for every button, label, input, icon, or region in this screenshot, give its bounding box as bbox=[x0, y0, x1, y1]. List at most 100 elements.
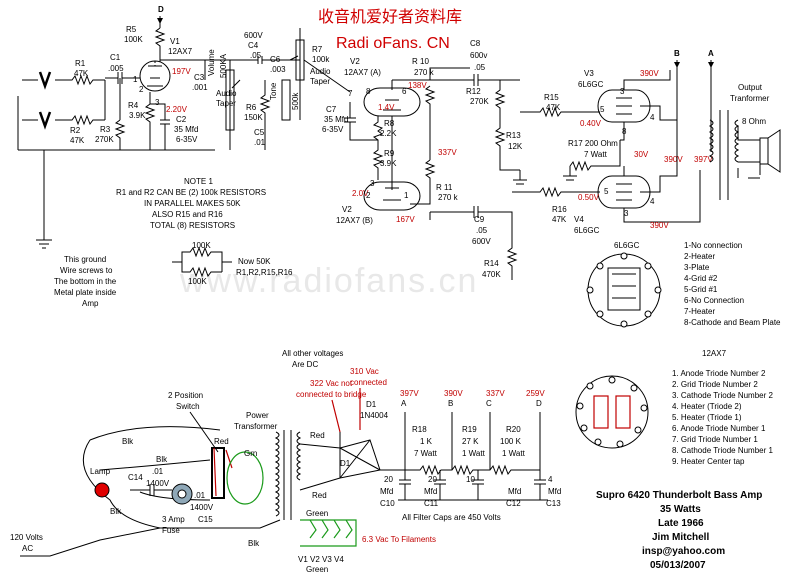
v2b-name: V2 bbox=[342, 205, 352, 214]
ground-note-4: Metal plate inside bbox=[54, 288, 117, 297]
pinout-6l6gc: 6L6GC 1-No connection 2-Heater 3-Plate 4… bbox=[586, 241, 781, 328]
6l6-pin-5: 5-Grid #1 bbox=[684, 285, 718, 294]
node-d-voltage: 259V bbox=[526, 389, 545, 398]
note-line-1: NOTE 1 bbox=[184, 177, 213, 186]
title-model: Supro 6420 Thunderbolt Bass Amp bbox=[596, 490, 762, 501]
ground-note-3: The bottom in the bbox=[54, 277, 117, 286]
parallel-r-top: 100K bbox=[192, 241, 211, 250]
node-b-390v: 390V bbox=[664, 155, 683, 164]
r8-value: 2.2K bbox=[380, 129, 397, 138]
c5-value: .01 bbox=[254, 138, 266, 147]
green-wire-loop bbox=[226, 451, 264, 505]
12ax7-pin-1: 1. Anode Triode Number 2 bbox=[672, 369, 766, 378]
power-xfmr-2: Transformer bbox=[234, 422, 278, 431]
mains-label-1: 120 Volts bbox=[10, 533, 43, 542]
bridge-label: D1 bbox=[340, 459, 351, 468]
12ax7-title: 12AX7 bbox=[702, 349, 727, 358]
r12-value: 270K bbox=[470, 97, 489, 106]
r14-value: 470K bbox=[482, 270, 501, 279]
r11-name: R 11 bbox=[436, 183, 453, 192]
ps-node-d: D bbox=[536, 399, 542, 408]
title-year: Late 1966 bbox=[658, 518, 704, 529]
r8-name: R8 bbox=[384, 119, 395, 128]
speaker-impedance: 8 Ohm bbox=[742, 117, 766, 126]
r10-value: 270 k bbox=[414, 68, 435, 77]
d1-name: D1 bbox=[366, 400, 377, 409]
node-b-label: B bbox=[674, 49, 680, 58]
green-label-1: Green bbox=[306, 509, 328, 518]
green-label-2: Green bbox=[306, 565, 328, 574]
watermark-site: Radi oFans. CN bbox=[336, 35, 450, 52]
watermark-url: www.radiofans.cn bbox=[179, 262, 478, 300]
r13-name: R13 bbox=[506, 131, 521, 140]
ps-node-b: B bbox=[448, 399, 453, 408]
c12-name: C12 bbox=[506, 499, 521, 508]
r7-value: 100k bbox=[312, 55, 330, 64]
note-resistor-list: R1,R2,R15,R16 bbox=[236, 268, 293, 277]
lamp-icon bbox=[94, 482, 110, 498]
note-1: NOTE 1 R1 and R2 CAN BE (2) 100k RESISTO… bbox=[116, 177, 293, 286]
v3-pin-4: 4 bbox=[650, 113, 655, 122]
filter-caps-note: All Filter Caps are 450 Volts bbox=[402, 513, 501, 522]
note-now-50k: Now 50K bbox=[238, 257, 271, 266]
dc-note-2: Are DC bbox=[292, 360, 318, 369]
title-author: Jim Mitchell bbox=[652, 532, 709, 543]
12ax7-pin-7: 7. Grid Triode Number 1 bbox=[672, 435, 758, 444]
v3-pin-5: 5 bbox=[600, 105, 605, 114]
v4-pin-3: 3 bbox=[624, 209, 629, 218]
title-block: Supro 6420 Thunderbolt Bass Amp 35 Watts… bbox=[596, 490, 762, 571]
v2b-pin-2: 2 bbox=[366, 191, 371, 200]
v2b-type: 12AX7 (B) bbox=[336, 216, 373, 225]
ground-note-1: This ground bbox=[64, 255, 106, 264]
fuse-label-2: Fuse bbox=[162, 526, 180, 535]
power-xfmr-1: Power bbox=[246, 411, 269, 420]
v3-name: V3 bbox=[584, 69, 594, 78]
node-a-397v: 397V bbox=[694, 155, 713, 164]
v2a-tube-symbol bbox=[363, 87, 421, 117]
c11-name: C11 bbox=[424, 499, 439, 508]
v3-tube-symbol bbox=[597, 89, 651, 123]
r18-value: 1 K bbox=[420, 437, 433, 446]
watermark-chinese: 收音机爱好者资料库 bbox=[318, 7, 462, 26]
c11-value: 20 bbox=[428, 475, 437, 484]
c9-value: .05 bbox=[476, 226, 488, 235]
r2-name: R2 bbox=[70, 126, 81, 135]
v1-cathode-voltage: 2.20V bbox=[166, 105, 188, 114]
node-c-voltage: 337V bbox=[486, 389, 505, 398]
12ax7-pin-8: 8. Cathode Triode Number 1 bbox=[672, 446, 773, 455]
v2a-pin-7: 7 bbox=[348, 89, 353, 98]
v4-pin-4: 4 bbox=[650, 197, 655, 206]
12ax7-pin-6: 6. Anode Triode Number 1 bbox=[672, 424, 766, 433]
volume-label: Volume bbox=[207, 49, 216, 76]
r16-value: 47K bbox=[552, 215, 567, 224]
node-d-label: D bbox=[158, 5, 164, 14]
c6-value: .003 bbox=[270, 65, 286, 74]
v4-tube-symbol bbox=[597, 175, 651, 209]
c15-name: C15 bbox=[198, 515, 213, 524]
r19-value: 27 K bbox=[462, 437, 479, 446]
6l6-pin-2: 2-Heater bbox=[684, 252, 715, 261]
v3-grid-voltage: 0.40V bbox=[580, 119, 602, 128]
c10-name: C10 bbox=[380, 499, 395, 508]
output-xfmr-label-2: Tranformer bbox=[730, 94, 770, 103]
c8-value: .05 bbox=[474, 63, 486, 72]
phase-inverter-section: V2 12AX7 (A) 7 8 6 1.4V 138V C7 35 Mfd 6… bbox=[322, 39, 527, 280]
r1-name: R1 bbox=[75, 59, 86, 68]
c4-value: .05 bbox=[250, 51, 262, 60]
r20-value: 100 K bbox=[500, 437, 522, 446]
6l6-pin-6: 6-No Connection bbox=[684, 296, 744, 305]
r9-value: 3.9K bbox=[380, 159, 397, 168]
r18-rating: 7 Watt bbox=[414, 449, 438, 458]
r10-name: R 10 bbox=[412, 57, 429, 66]
label-grn: Grn bbox=[244, 449, 257, 458]
v1-name: V1 bbox=[170, 37, 180, 46]
c7-value: 35 Mfd bbox=[324, 115, 348, 124]
v2a-type: 12AX7 (A) bbox=[344, 68, 381, 77]
r16-name: R16 bbox=[552, 205, 567, 214]
filament-note: 6.3 Vac To Filaments bbox=[362, 535, 436, 544]
r5-value: 100K bbox=[124, 35, 143, 44]
volume-value: 500KA bbox=[219, 53, 228, 78]
blk-label-2: Blk bbox=[156, 455, 168, 464]
note-line-4: ALSO R15 and R16 bbox=[152, 210, 223, 219]
